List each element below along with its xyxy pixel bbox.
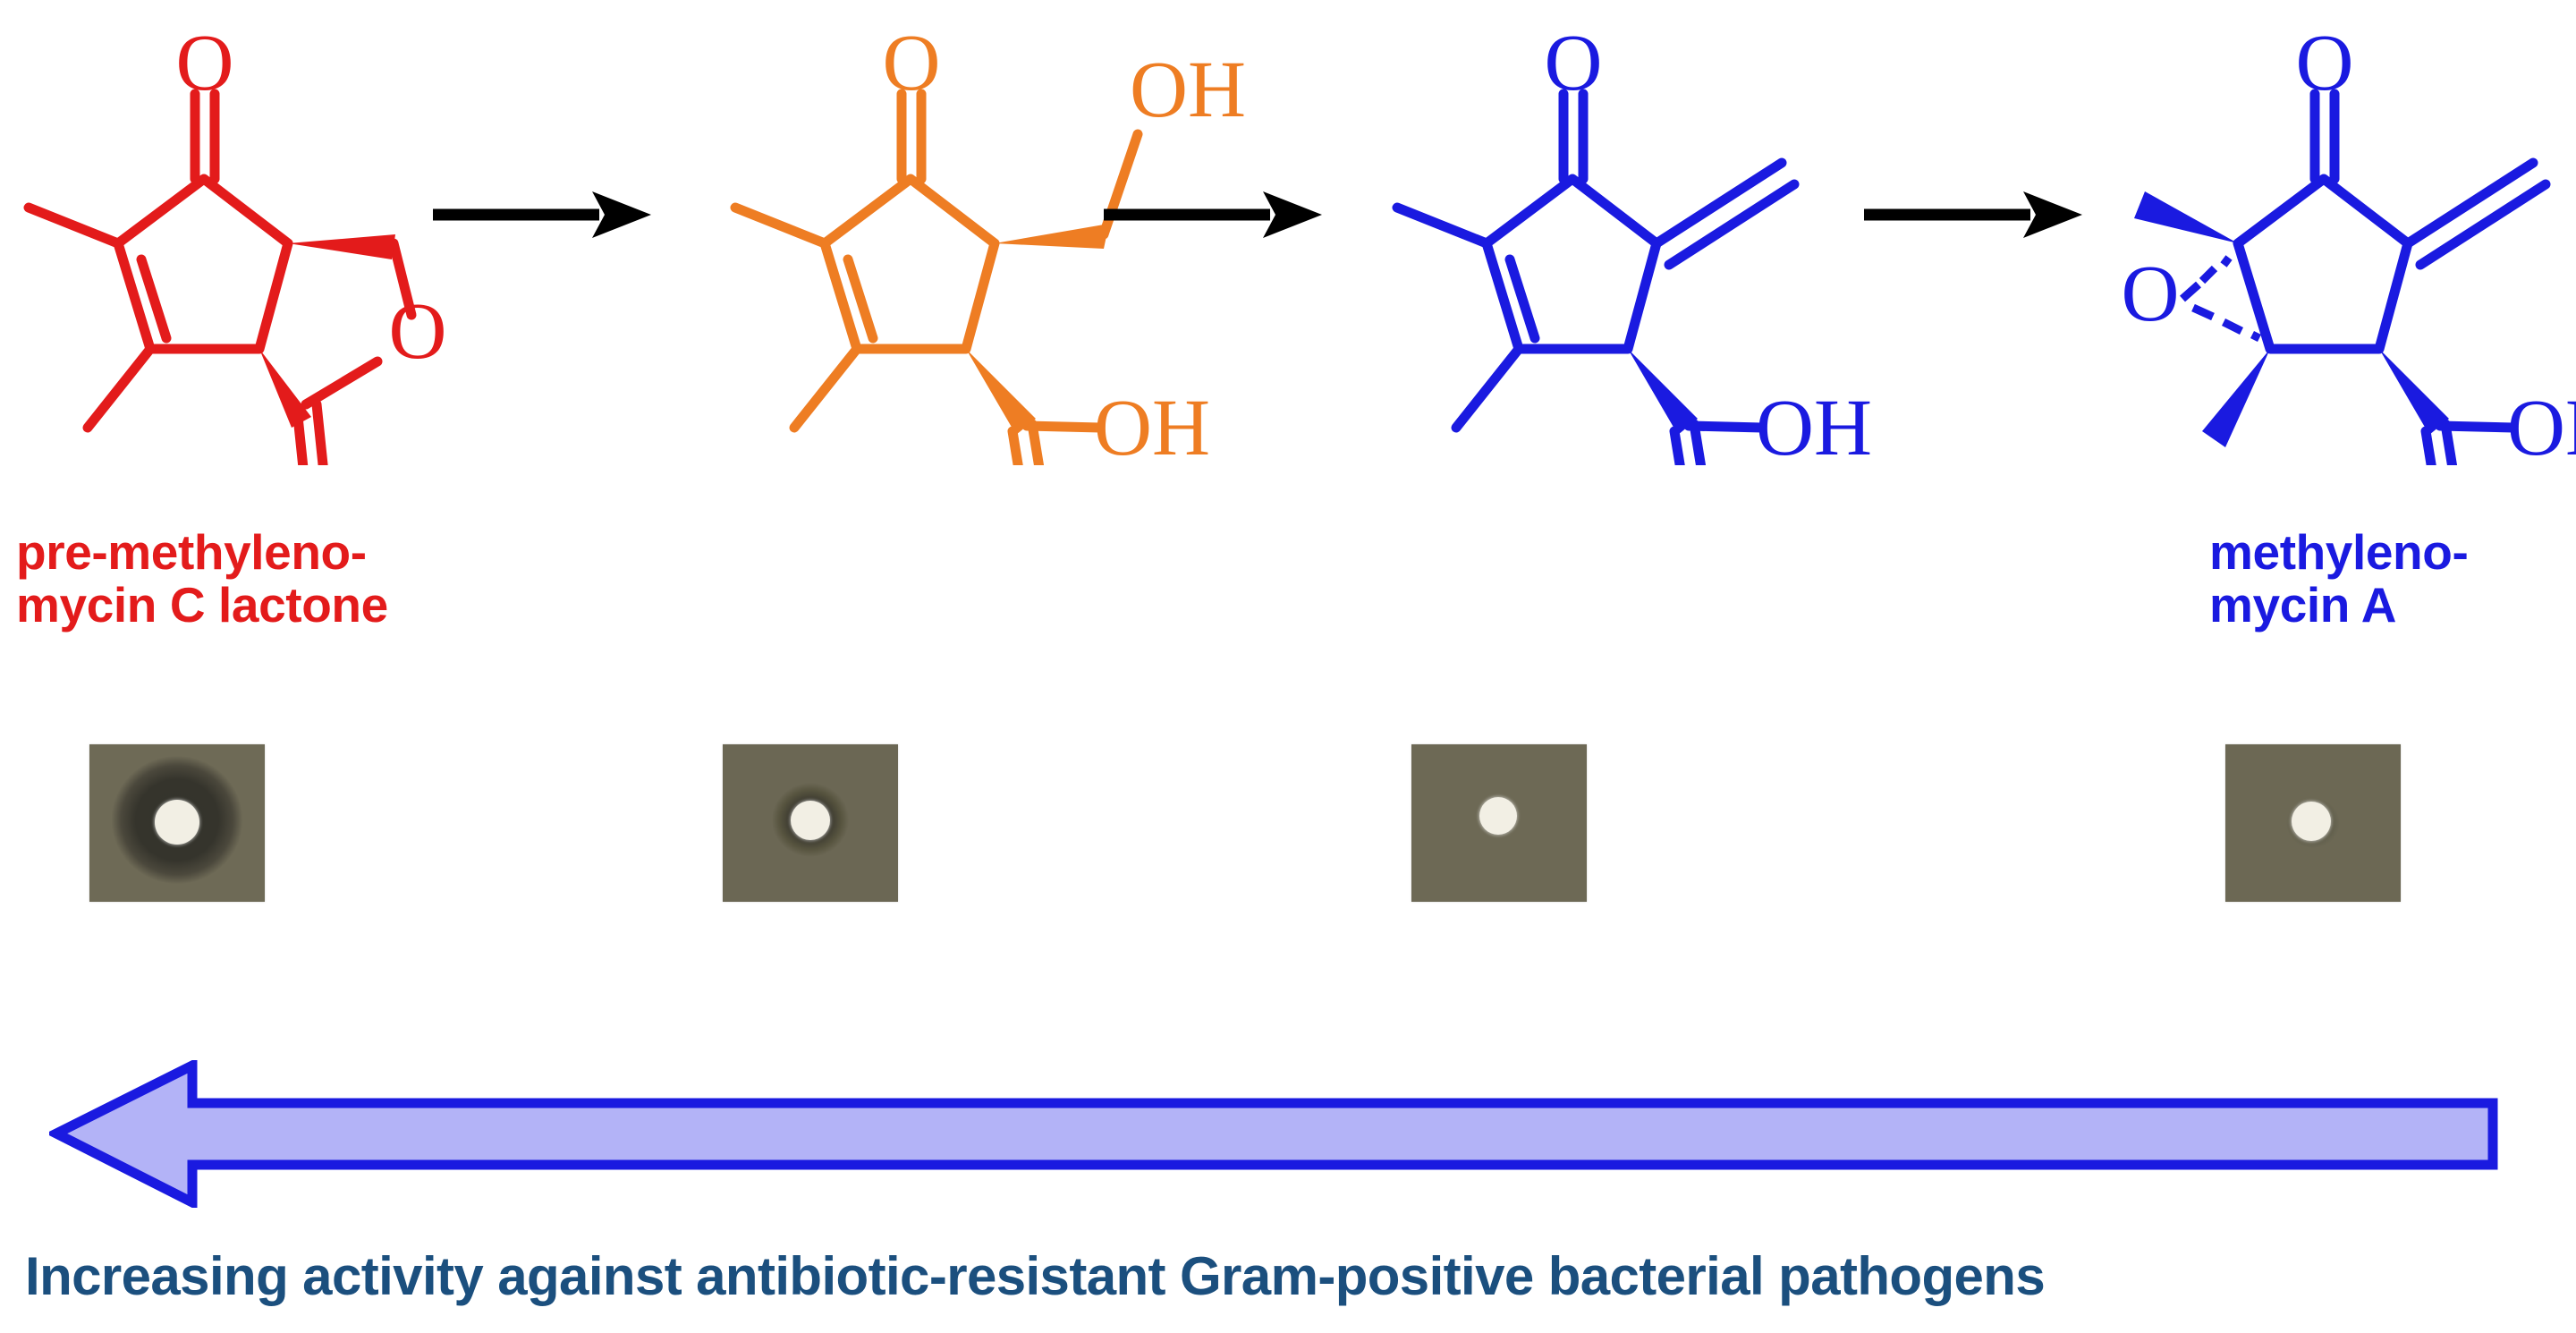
structure-pre-methylenomycin-c-lactone: O O O <box>0 0 546 465</box>
reaction-arrow-3 <box>1860 170 2093 259</box>
antibiotic-disk <box>155 800 199 845</box>
reaction-arrow-2 <box>1100 170 1333 259</box>
bioassay-plate-2 <box>723 744 898 902</box>
structure-methylenomycin-a: O O OH O <box>2093 0 2576 465</box>
atom-label-o-ketone: O <box>883 19 941 107</box>
bioassay-plate-3 <box>1411 744 1587 902</box>
atom-label-o-ketone: O <box>2296 19 2354 107</box>
antibiotic-disk <box>2292 802 2331 841</box>
bioassay-plate-4 <box>2225 744 2401 902</box>
label-pre-methylenomycin-c-lactone: pre-methyleno- mycin C lactone <box>16 524 388 633</box>
atom-label-oh-acid: OH <box>1094 384 1210 465</box>
structure-methylenomycin-c: O OH O <box>1342 0 1914 465</box>
atom-label-oh-acid: OH <box>1756 384 1872 465</box>
atom-label-o-ketone: O <box>176 19 234 107</box>
antibiotic-disk <box>791 801 830 840</box>
reaction-scheme: O O O <box>0 0 2576 483</box>
label-methylenomycin-a: methyleno- mycin A <box>2209 524 2469 633</box>
antibiotic-disk <box>1479 797 1517 835</box>
atom-label-oh-acid: OH <box>2507 384 2576 465</box>
atom-label-o-epoxide: O <box>2122 250 2180 338</box>
epoxide-hashed-bonds <box>2180 255 2262 343</box>
atom-label-o-lactone-ring: O <box>389 287 447 376</box>
figure-caption: Increasing activity against antibiotic-r… <box>25 1246 2046 1306</box>
reaction-arrow-1 <box>429 170 662 259</box>
atom-label-oh-hydroxymethyl: OH <box>1130 46 1246 134</box>
bioassay-plate-1 <box>89 744 265 902</box>
increasing-activity-arrow <box>49 1060 2500 1208</box>
atom-label-o-ketone: O <box>1545 19 1603 107</box>
